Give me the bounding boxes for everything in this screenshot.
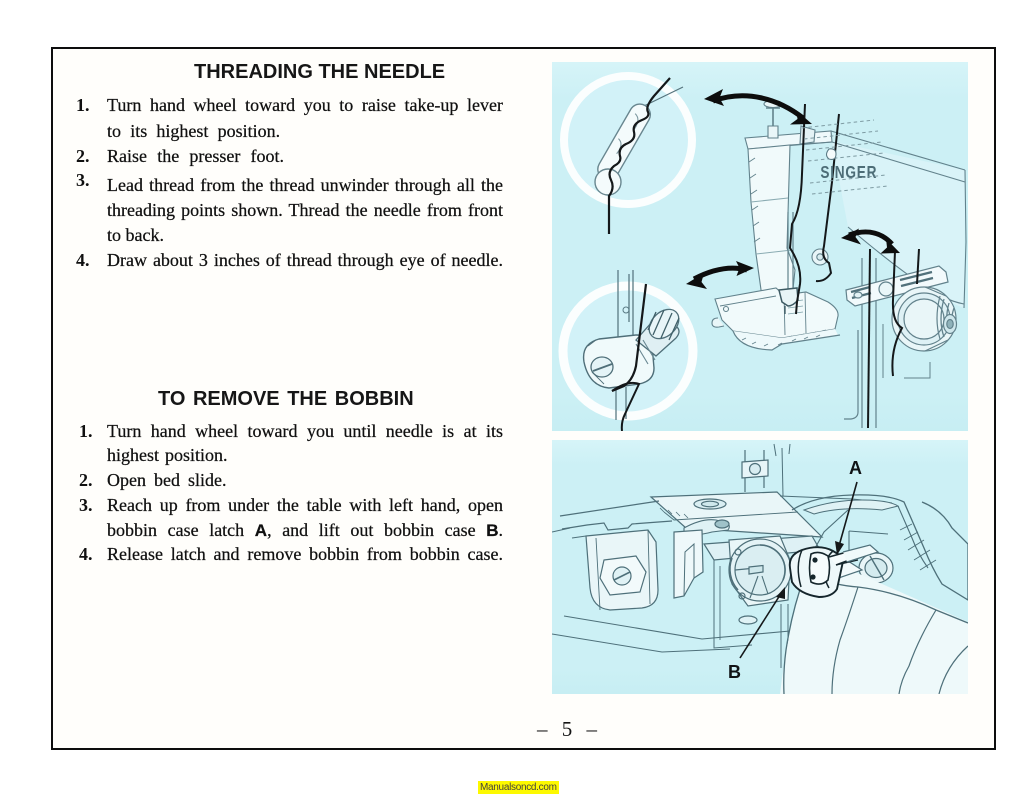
svg-text:B: B	[728, 662, 741, 682]
svg-text:A: A	[849, 458, 862, 478]
svg-text:SINGER: SINGER	[820, 164, 877, 183]
